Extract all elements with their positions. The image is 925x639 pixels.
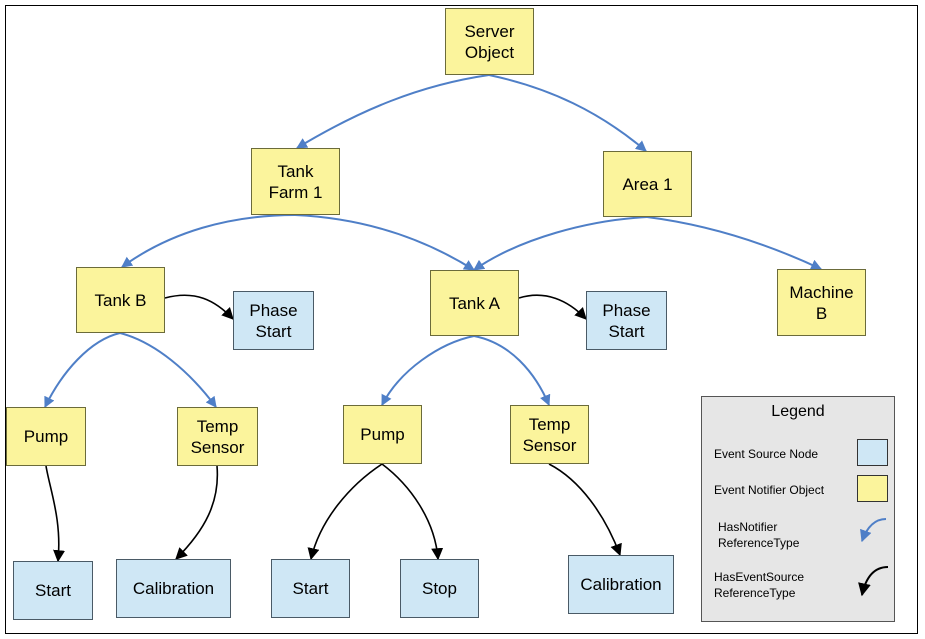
node-tank-a-temp-sensor: Temp Sensor [510, 405, 589, 464]
legend-has-notifier-arrow-icon [860, 518, 887, 543]
edge-tank-b-to-tank-b-phase [164, 294, 234, 320]
legend-swatch-event-notifier-object [857, 475, 888, 502]
edge-area-to-tank-a [473, 216, 648, 271]
node-tank-a-calibration: Calibration [568, 555, 674, 614]
legend-label-event-source-node: Event Source Node [714, 447, 819, 461]
legend-title: Legend [771, 403, 825, 420]
legend-label-has-notifier: HasNotifier ReferenceType [718, 520, 800, 550]
node-machine-b: Machine B [777, 269, 866, 336]
node-server-object: Server Object [445, 8, 534, 75]
node-tank-b-calibration: Calibration [116, 559, 231, 618]
node-tank-b-temp-sensor: Temp Sensor [177, 407, 258, 466]
edge-tank-a-to-tank-a-phase [518, 294, 587, 320]
legend-label-has-event-source: HasEventSource ReferenceType [714, 570, 805, 600]
edge-tank-b-to-pump-b [44, 332, 121, 408]
node-tank-a: Tank A [430, 270, 519, 336]
node-tank-b-phase-start: Phase Start [233, 291, 314, 350]
legend-has-event-source-arrow-icon [858, 566, 889, 597]
edge-temp-b-to-calib-b [175, 465, 219, 560]
node-tank-b: Tank B [76, 267, 165, 333]
node-tank-a-pump: Pump [343, 405, 422, 464]
edge-tank-b-to-temp-b [119, 332, 217, 408]
node-tank-a-pump-start: Start [271, 559, 350, 618]
edge-pump-a-to-stop-a [381, 463, 444, 561]
node-tank-b-pump-start: Start [13, 561, 93, 620]
node-tank-a-pump-stop: Stop [400, 559, 479, 618]
edge-server-to-tank-farm [296, 74, 490, 149]
edge-pump-a-to-start-a [307, 463, 383, 561]
legend-box: Legend Event Source Node Event Notifier … [701, 396, 895, 622]
node-tank-b-pump: Pump [6, 407, 86, 466]
edge-tank-a-to-temp-a [473, 335, 551, 407]
node-area-1: Area 1 [603, 151, 692, 217]
edge-tank-a-to-pump-a [381, 335, 475, 406]
node-tank-a-phase-start: Phase Start [586, 291, 667, 350]
legend-label-event-notifier-object: Event Notifier Object [714, 483, 825, 497]
edge-area-to-machine-b [646, 216, 822, 270]
edge-tank-farm-to-tank-a [294, 214, 475, 271]
edge-server-to-area [488, 74, 647, 152]
edge-tank-farm-to-tank-b [121, 214, 296, 268]
edge-temp-a-to-calib-a [548, 463, 622, 557]
edge-pump-b-to-start-b [45, 465, 66, 563]
legend-swatch-event-source-node [857, 439, 888, 466]
node-tank-farm-1: Tank Farm 1 [251, 148, 340, 215]
